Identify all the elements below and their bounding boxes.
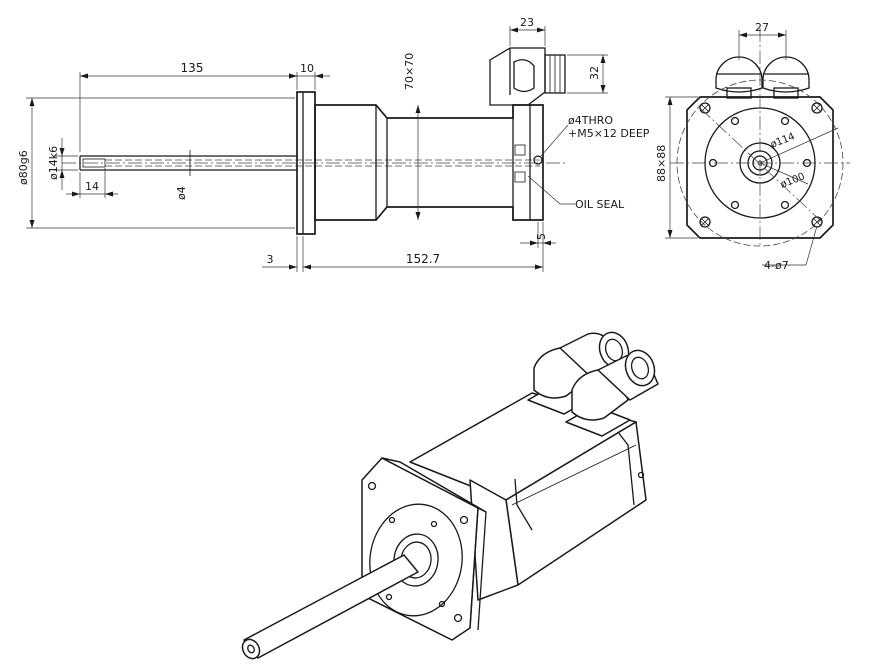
dim-connector-height-label: 32 (588, 66, 601, 80)
dim-connector-spacing: 27 (738, 21, 787, 60)
iso-flange (361, 457, 479, 641)
dim-bore-diameter-label: ø4 (175, 186, 188, 200)
oil-seal-note: OIL SEAL (527, 175, 625, 211)
dim-pilot-step: 3 (262, 236, 298, 272)
connector-top-right (762, 56, 810, 99)
dim-connector-height: 32 (567, 54, 608, 94)
dim-shaft-length: 135 (79, 61, 298, 152)
dim-inner-circle-label: ø100 (779, 171, 807, 191)
dim-body-length-label: 152.7 (406, 252, 440, 266)
end-flange (686, 96, 834, 239)
dim-flange-square-label: 88×88 (655, 145, 668, 182)
oil-seal-label: OIL SEAL (575, 198, 625, 211)
dim-bolt-circle-label: ø114 (769, 131, 797, 151)
thread-note-line2: +M5×12 DEEP (568, 127, 650, 140)
dim-key-length-label: 14 (85, 180, 99, 193)
connector-top-left (715, 56, 763, 99)
dim-connector-width-label: 23 (520, 16, 534, 29)
dim-body-section-label: 70×70 (403, 53, 416, 90)
dim-body-length: 152.7 (302, 222, 544, 272)
end-view: ø114 ø100 27 88×88 4-ø7 (655, 21, 850, 272)
isometric-view (241, 331, 659, 660)
thread-note: ø4THRΟ +M5×12 DEEP (540, 114, 650, 157)
dim-flange-thickness-label: 10 (300, 62, 314, 75)
dim-shaft-length-label: 135 (181, 61, 204, 75)
dim-shaft-diameter: ø14k6 (47, 138, 78, 190)
dim-connector-spacing-label: 27 (755, 21, 769, 34)
iso-connector-2 (571, 349, 659, 421)
dim-rear-offset: 5 (520, 222, 556, 248)
motor-body (314, 104, 544, 221)
dim-flange-square: 88×88 (655, 96, 698, 239)
dim-bore-diameter: ø4 (175, 186, 188, 200)
mounting-hole-note: 4-ø7 (762, 225, 818, 272)
mounting-hole-label: 4-ø7 (764, 259, 789, 272)
connector-side (489, 47, 566, 106)
dim-shaft-diameter-label: ø14k6 (47, 146, 60, 180)
dim-pilot-diameter: ø80g6 (17, 97, 295, 229)
side-view: 135 10 3 152.7 (17, 16, 650, 272)
dim-key-length: 14 (66, 168, 118, 198)
dim-rear-offset-label: 5 (535, 233, 548, 240)
dim-pilot-step-label: 3 (267, 253, 274, 266)
dim-connector-width: 23 (509, 16, 546, 46)
dim-pilot-diameter-label: ø80g6 (17, 150, 30, 185)
dim-flange-thickness: 10 (289, 62, 330, 90)
thread-note-line1: ø4THRΟ (568, 114, 613, 127)
shaft (79, 150, 540, 176)
dim-body-section: 70×70 (403, 53, 421, 220)
